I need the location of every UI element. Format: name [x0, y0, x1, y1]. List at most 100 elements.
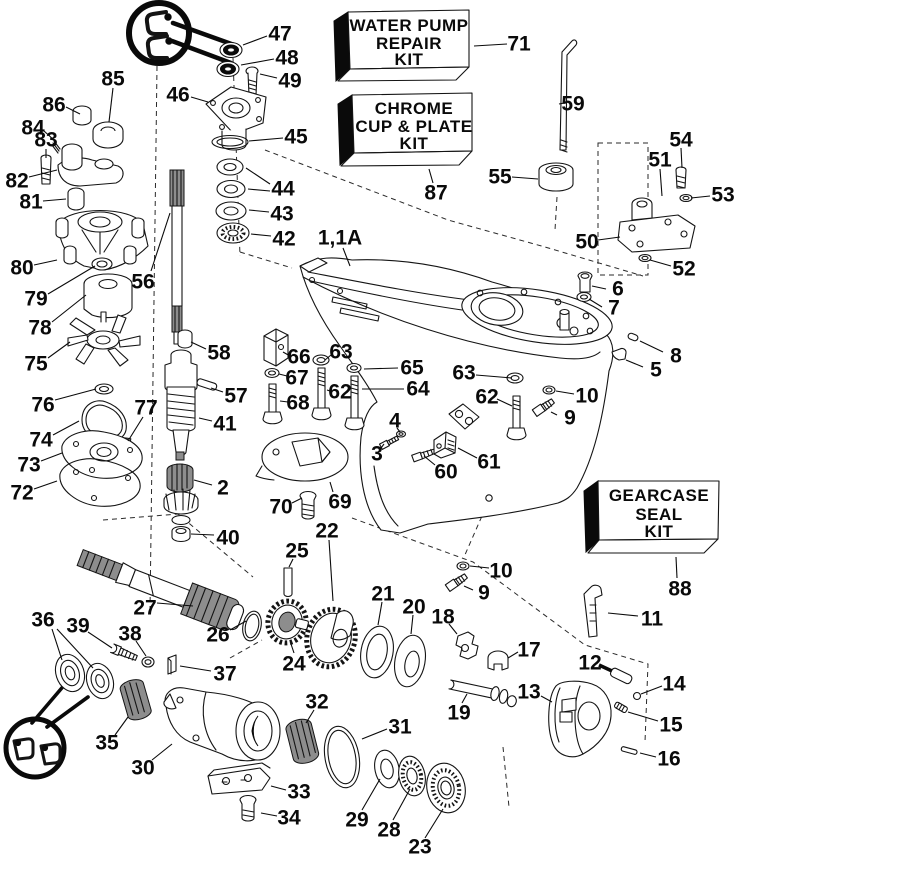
leader-line	[607, 612, 639, 617]
callout-69: 69	[328, 491, 351, 514]
callout-85: 85	[101, 68, 125, 91]
kit-box-gearcase-seal: GEARCASE SEAL KIT	[583, 480, 720, 554]
callout-30: 30	[131, 757, 154, 780]
callout-43: 43	[270, 203, 293, 226]
leader-line	[457, 447, 478, 459]
callout-45: 45	[284, 126, 308, 149]
callout-36: 36	[31, 609, 54, 632]
leader-lines	[28, 35, 711, 839]
callout-82: 82	[5, 170, 28, 193]
leader-line	[649, 259, 672, 267]
callout-19: 19	[447, 702, 470, 725]
leader-line	[291, 497, 303, 504]
leader-line	[396, 427, 401, 433]
leader-line	[65, 106, 81, 115]
callout-46: 46	[166, 84, 189, 107]
callout-35: 35	[95, 732, 119, 755]
leader-line	[210, 387, 224, 393]
callout-49: 49	[278, 70, 301, 93]
kit-text-line: KIT	[400, 134, 429, 153]
callout-7: 7	[608, 297, 620, 320]
leader-line	[377, 601, 383, 626]
kit-text-line: KIT	[395, 50, 424, 69]
callout-78: 78	[28, 317, 52, 340]
leader-line	[127, 416, 144, 442]
callout-74: 74	[29, 429, 53, 452]
leader-line	[625, 359, 644, 368]
callout-44: 44	[271, 178, 295, 201]
leader-line	[680, 147, 683, 169]
callout-62: 62	[475, 386, 498, 409]
leader-line	[51, 294, 87, 323]
leader-line	[47, 341, 71, 359]
leader-line	[270, 785, 287, 791]
callout-48: 48	[275, 47, 299, 70]
leader-line	[135, 640, 147, 657]
callout-75: 75	[24, 353, 48, 376]
callout-86: 86	[42, 94, 65, 117]
callout-87: 87	[424, 182, 447, 205]
callout-54: 54	[669, 129, 693, 152]
leader-line	[424, 808, 444, 839]
leader-line	[639, 752, 657, 758]
callout-60: 60	[434, 461, 457, 484]
leader-line	[591, 285, 607, 290]
leader-line	[260, 812, 278, 817]
callout-65: 65	[400, 357, 424, 380]
leader-line	[151, 743, 173, 761]
kit-text-line: WATER PUMP	[350, 16, 469, 35]
callout-40: 40	[216, 527, 239, 550]
kit-text-line: GEARCASE	[609, 486, 709, 505]
leader-line	[326, 389, 331, 392]
callout-52: 52	[672, 258, 695, 281]
leader-line	[555, 390, 575, 395]
leader-line	[242, 35, 268, 46]
leader-line	[278, 373, 288, 377]
leader-line	[288, 558, 294, 568]
leader-line	[475, 374, 513, 379]
leader-line	[87, 631, 113, 649]
callout-58: 58	[207, 342, 231, 365]
leader-line	[245, 167, 271, 185]
callout-53: 53	[711, 184, 734, 207]
leader-line	[473, 43, 508, 47]
leader-line	[156, 602, 194, 607]
callout-88: 88	[668, 578, 692, 601]
leader-line	[40, 452, 63, 462]
callout-21: 21	[371, 583, 395, 606]
leader-line	[469, 565, 490, 569]
callout-63: 63	[329, 341, 352, 364]
leader-line	[240, 58, 275, 66]
callout-16: 16	[657, 748, 680, 771]
callout-84: 84	[21, 117, 45, 140]
leader-line	[28, 169, 58, 178]
leader-line	[463, 585, 474, 591]
leader-line	[190, 533, 215, 536]
callout-3: 3	[371, 443, 383, 466]
callout-56: 56	[131, 271, 154, 294]
leader-line	[428, 168, 434, 184]
callout-10: 10	[575, 385, 598, 408]
leader-line	[51, 628, 63, 661]
callout-14: 14	[662, 673, 686, 696]
callout-81: 81	[19, 191, 43, 214]
callout-73: 73	[17, 454, 40, 477]
leader-line	[42, 198, 67, 202]
kit-text-line: CHROME	[375, 99, 454, 118]
leader-line	[448, 623, 458, 635]
callout-41: 41	[213, 413, 237, 436]
callout-25: 25	[285, 540, 309, 563]
callout-13: 13	[517, 681, 540, 704]
kit-box-water-pump-repair: WATER PUMP REPAIR KIT	[333, 9, 470, 83]
leader-line	[380, 443, 385, 449]
callout-12: 12	[578, 652, 601, 675]
leader-line	[179, 665, 212, 672]
leader-line	[597, 236, 621, 241]
leader-line	[198, 417, 213, 422]
leader-line	[598, 663, 613, 673]
leader-line	[52, 420, 80, 436]
callout-18: 18	[431, 606, 455, 629]
driveshaft-assembly	[163, 41, 267, 543]
